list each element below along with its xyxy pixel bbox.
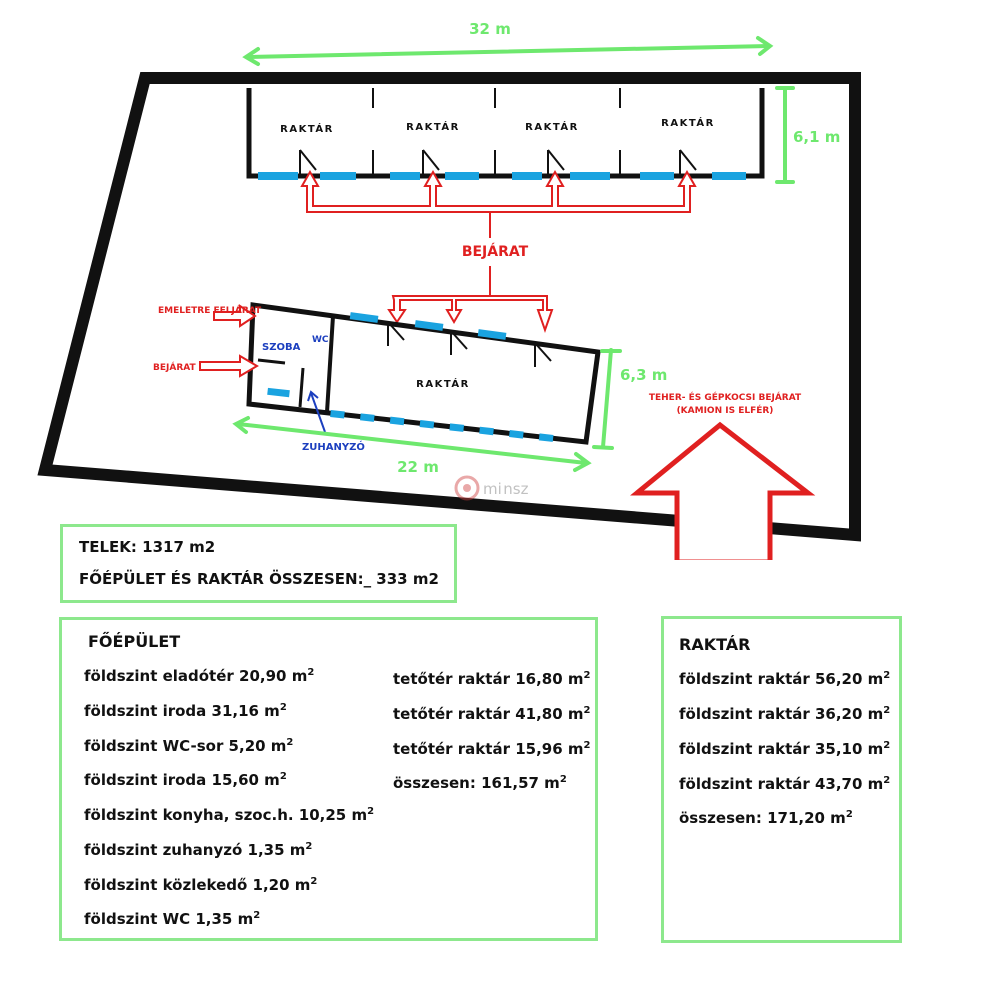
storage-building [246,88,765,180]
raktar-item: földszint raktár 35,10 m2 [679,740,891,758]
plot-boundary [37,72,861,542]
watermark-logo [454,475,480,501]
foepulet-right-item: tetőtér raktár 16,80 m2 [393,670,591,688]
dimension-22m-label: 22 m [397,458,439,476]
foepulet-left-item: földszint WC 1,35 m2 [84,910,261,928]
dimension-32m [242,36,774,66]
foepulet-box: FŐÉPÜLET földszint eladótér 20,90 m2 föl… [59,617,598,941]
emeletre-label: EMELETRE FELJÁRAT [158,304,262,316]
site-plan: RAKTÁR RAKTÁR RAKTÁR RAKTÁR 32 m 6,1 m B… [37,20,861,560]
foepulet-right-item: tetőtér raktár 15,96 m2 [393,740,591,758]
raktar-item: összesen: 171,20 m2 [679,809,853,827]
entrance-arrows-lower [387,295,554,334]
foepulet-left-item: földszint közlekedő 1,20 m2 [84,876,318,894]
truck-entrance-label-1: TEHER- ÉS GÉPKOCSI BEJÁRAT [649,391,802,403]
watermark-text: mi nsz [483,480,529,498]
storage-label-2: RAKTÁR [406,120,460,133]
bejarat-main-label: BEJÁRAT [462,243,529,260]
entrance-arrows [300,169,697,213]
foepulet-left-item: földszint WC-sor 5,20 m2 [84,737,294,755]
foepulet-left-item: földszint iroda 31,16 m2 [84,702,287,720]
storage-label-3: RAKTÁR [525,120,579,133]
szoba-label: SZOBA [262,342,301,353]
summary-box: TELEK: 1317 m2 FŐÉPÜLET ÉS RAKTÁR ÖSSZES… [60,524,457,603]
dimension-32m-label: 32 m [469,20,511,38]
foepulet-right-item: összesen: 161,57 m2 [393,774,567,792]
main-storage-label: RAKTÁR [416,377,470,390]
foepulet-left-item: földszint zuhanyzó 1,35 m2 [84,841,313,859]
dimension-22m [232,416,592,472]
dimension-6-3m-label: 6,3 m [620,366,667,384]
truck-entrance-label-2: (KAMION IS ELFÉR) [677,404,774,416]
dimension-6-1m-label: 6,1 m [793,128,840,146]
zuhanyzo-arrow [307,390,326,433]
main-building [246,302,601,445]
raktar-item: földszint raktár 43,70 m2 [679,775,891,793]
zuhanyzo-label: ZUHANYZÓ [302,440,365,453]
dimension-6-1m [775,86,795,184]
raktar-item: földszint raktár 56,20 m2 [679,670,891,688]
left-arrows [199,304,259,378]
raktar-title: RAKTÁR [679,635,751,654]
dimension-6-3m [592,348,622,450]
truck-entrance-arrow [630,421,816,560]
wc-label: WC [312,335,329,345]
total-line: FŐÉPÜLET ÉS RAKTÁR ÖSSZESEN:_ 333 m2 [79,570,439,588]
foepulet-left-item: földszint konyha, szoc.h. 10,25 m2 [84,806,375,824]
raktar-item: földszint raktár 36,20 m2 [679,705,891,723]
foepulet-left-item: földszint eladótér 20,90 m2 [84,667,315,685]
bejarat-side-label: BEJÁRAT [153,361,197,373]
foepulet-left-item: földszint iroda 15,60 m2 [84,771,287,789]
foepulet-title: FŐÉPÜLET [88,632,181,651]
telek-line: TELEK: 1317 m2 [79,538,216,556]
foepulet-right-item: tetőtér raktár 41,80 m2 [393,705,591,723]
storage-label-4: RAKTÁR [661,116,715,129]
storage-label-1: RAKTÁR [280,122,334,135]
raktar-box: RAKTÁR földszint raktár 56,20 m2 földszi… [661,616,902,943]
